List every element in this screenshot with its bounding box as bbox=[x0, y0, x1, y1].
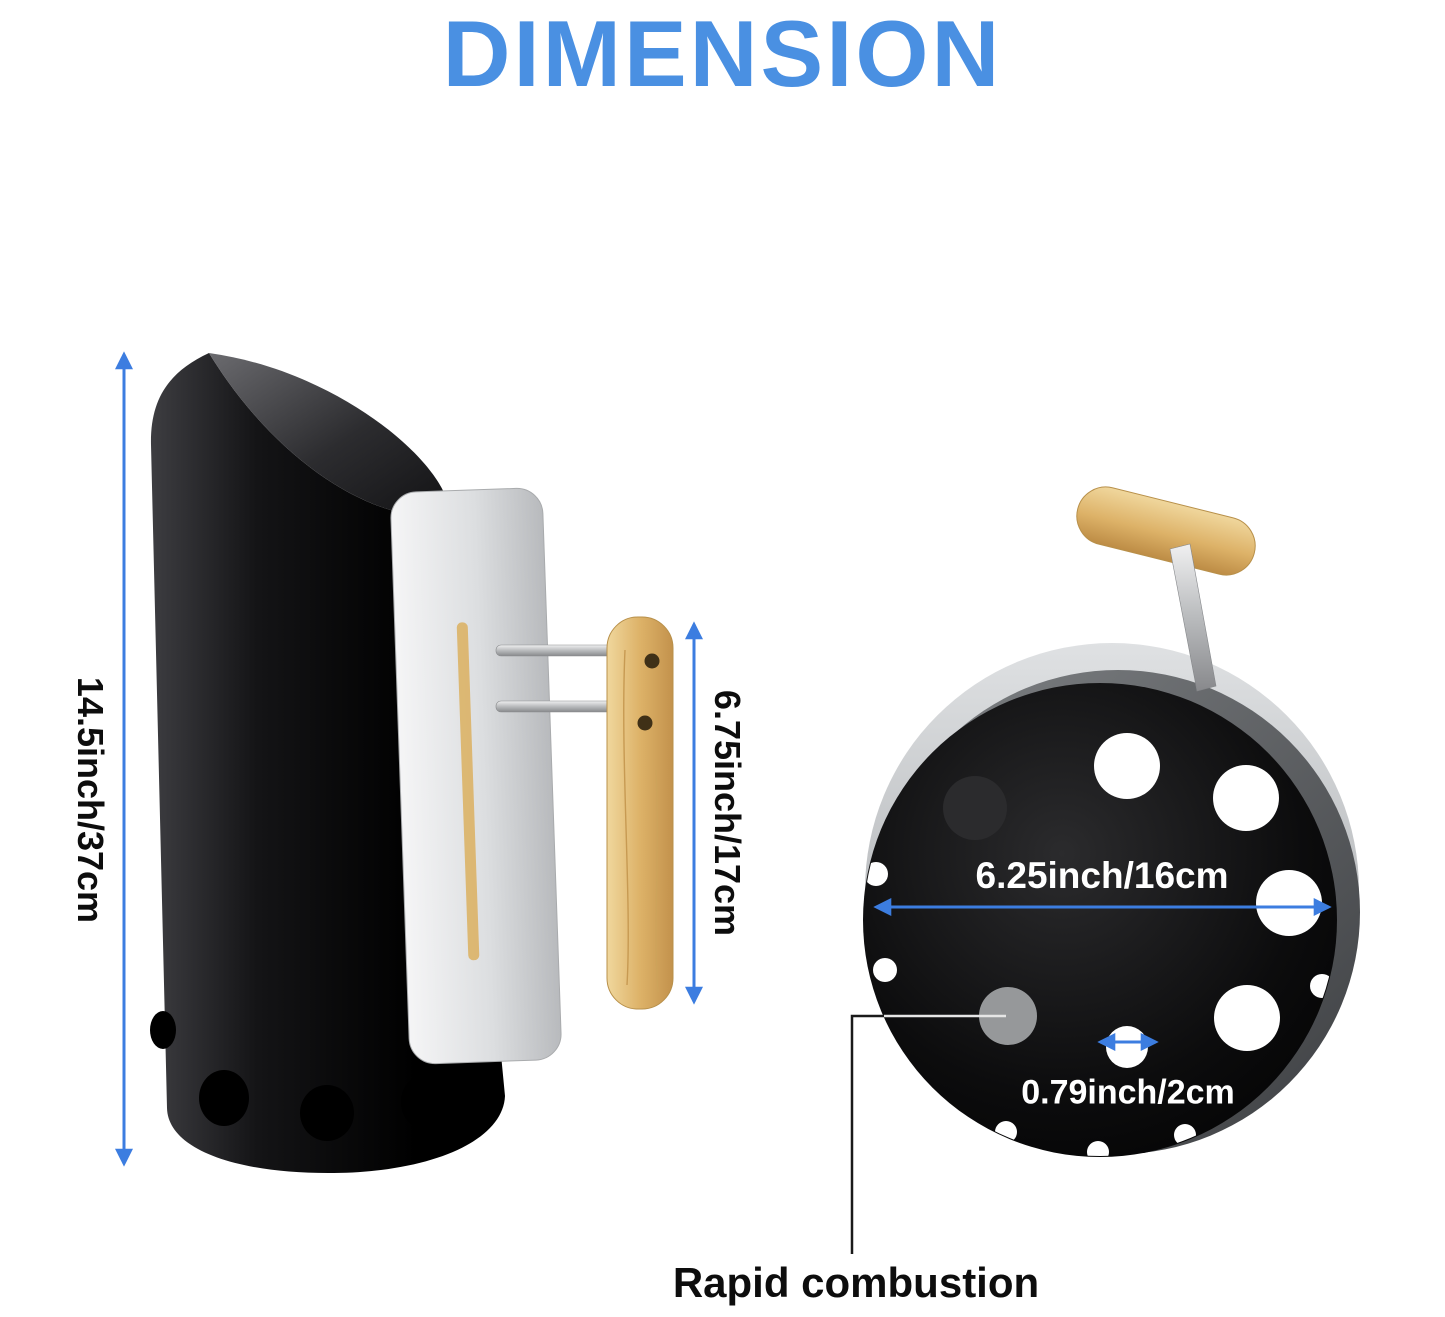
rapid-combustion-callout-label: Rapid combustion bbox=[672, 1259, 1040, 1306]
diameter-dimension-label: 6.25inch/16cm bbox=[975, 855, 1229, 896]
chimney-bottom-view-image bbox=[863, 486, 1360, 1157]
air-holes bbox=[864, 733, 1334, 1156]
handle-bracket bbox=[1169, 543, 1217, 692]
callout-leader-line bbox=[850, 1014, 1006, 1254]
height-dimension-label: 14.5inch/37cm bbox=[70, 676, 111, 924]
wood-handle bbox=[606, 616, 674, 1010]
hole-diameter-dimension-label: 0.79inch/2cm bbox=[1021, 1073, 1235, 1112]
handle-rods bbox=[495, 644, 629, 713]
chimney-side-view-image bbox=[150, 353, 674, 1174]
wood-handle-top bbox=[1076, 486, 1256, 576]
heat-shield bbox=[390, 487, 562, 1065]
vent-holes bbox=[150, 1011, 451, 1141]
rapid-combustion-hole bbox=[979, 987, 1037, 1045]
page-title: DIMENSION bbox=[442, 1, 1003, 106]
handle-height-dimension-label: 6.75inch/17cm bbox=[707, 689, 748, 937]
heat-shield-slot bbox=[456, 622, 480, 961]
chimney-opening bbox=[209, 353, 450, 516]
